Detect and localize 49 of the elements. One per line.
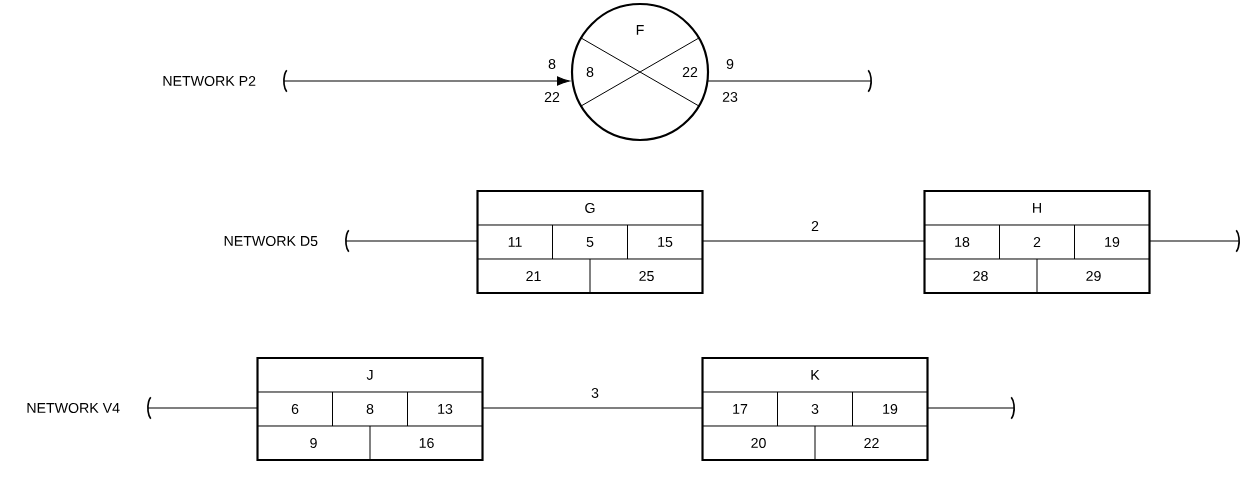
cell-value: 11 (508, 237, 522, 247)
cell-value: 8 (366, 404, 374, 414)
number-label: 23 (722, 92, 738, 102)
network-label: NETWORK P2 (163, 76, 256, 86)
connector-line (1148, 229, 1240, 253)
cell-value: 3 (811, 404, 819, 414)
network-label: NETWORK V4 (27, 403, 120, 413)
cell-value: 20 (751, 438, 766, 448)
cell-value: 2 (1033, 237, 1041, 247)
cell-value: 28 (973, 271, 988, 281)
cell-value: 13 (438, 404, 453, 414)
connector-line (147, 396, 259, 420)
edge-label: 9 (726, 59, 734, 69)
box-title: H (1033, 203, 1041, 213)
circle-text: 22 (682, 67, 698, 77)
connector-line (345, 229, 479, 253)
cell-value: 17 (733, 404, 748, 414)
edge-label: 3 (591, 388, 599, 398)
cell-value: 5 (586, 237, 594, 247)
activity-box (256, 356, 484, 462)
connector-line (481, 407, 704, 409)
cell-value: 18 (955, 237, 970, 247)
connector-line (707, 69, 872, 93)
connector-line (926, 396, 1015, 420)
circle-text: 8 (586, 67, 594, 77)
edge-label: 2 (811, 221, 819, 231)
cell-value: 21 (526, 271, 541, 281)
activity-box (701, 356, 929, 462)
number-label: 22 (544, 92, 560, 102)
network-label: NETWORK D5 (224, 236, 318, 246)
cell-value: 19 (883, 404, 898, 414)
cell-value: 16 (419, 438, 434, 448)
cell-value: 19 (1105, 237, 1120, 247)
cell-value: 22 (864, 438, 879, 448)
edge-label: 8 (548, 59, 556, 69)
box-title: J (366, 370, 373, 380)
connector-line (701, 240, 926, 242)
cell-value: 15 (658, 237, 673, 247)
cell-value: 25 (639, 271, 654, 281)
box-title: G (585, 203, 595, 213)
cell-value: 6 (291, 404, 299, 414)
circle-text: F (636, 25, 644, 35)
cell-value: 29 (1086, 271, 1101, 281)
box-title: K (811, 370, 820, 380)
connector-line (283, 69, 570, 93)
event-circle (570, 2, 710, 142)
activity-box (476, 189, 704, 295)
activity-box (923, 189, 1151, 295)
cell-value: 9 (310, 438, 317, 448)
